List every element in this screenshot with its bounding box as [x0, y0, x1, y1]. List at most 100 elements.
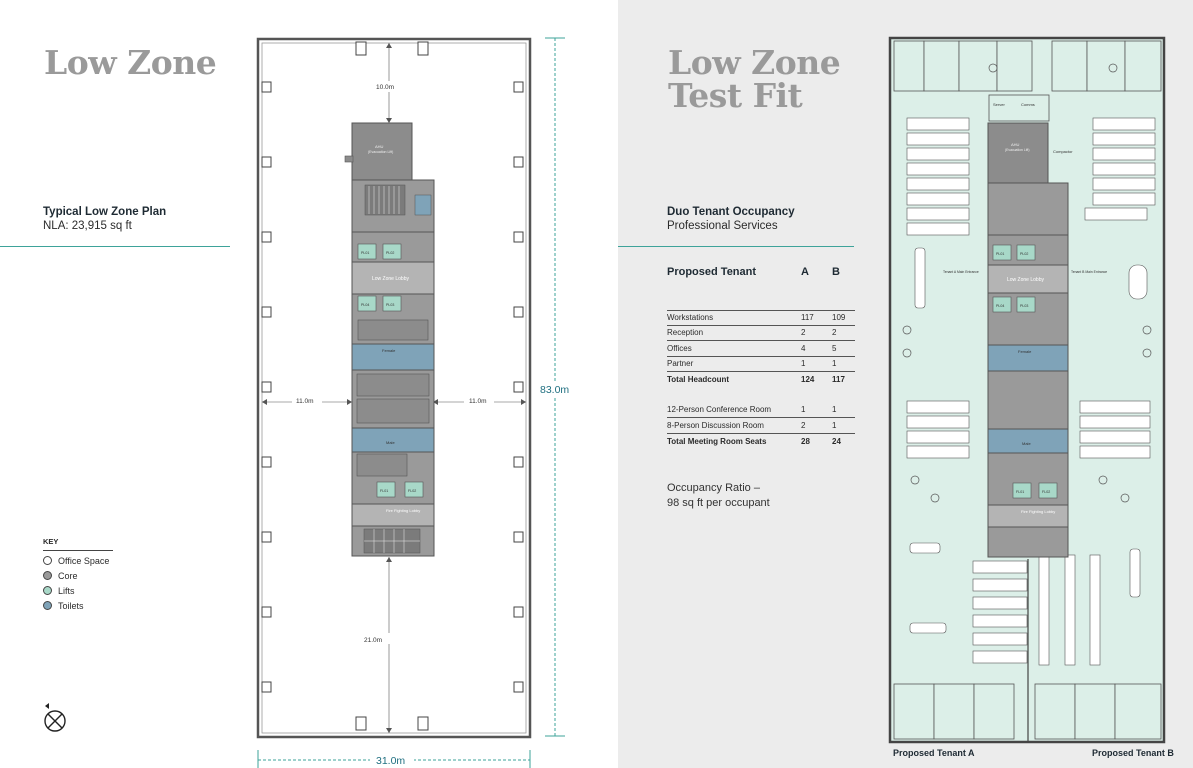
table-row: Reception 2 2 [667, 326, 855, 341]
row-label: 12-Person Conference Room [667, 405, 772, 415]
server-label: Server [993, 102, 1005, 107]
total-b: 24 [832, 436, 841, 446]
ahu-sub-label: (Evacuation Lift) [368, 150, 393, 154]
ff-lift-2-label: FL02 [1042, 490, 1050, 494]
plan-nla: NLA: 23,915 sq ft [43, 220, 132, 232]
ratio-line-2: 98 sq ft per occupant [667, 497, 770, 509]
compactor-label: Compactor [1053, 149, 1073, 154]
ff-lobby-label: Fire Fighting Lobby [386, 508, 420, 513]
row-a: 2 [801, 328, 806, 338]
page-title-right: Low Zone Test Fit [668, 43, 841, 115]
test-fit-floor-plan: Server Comms Compactor [888, 36, 1166, 744]
key-item-lifts: Lifts [43, 585, 113, 596]
row-b: 2 [832, 328, 837, 338]
total-label: Total Headcount [667, 375, 730, 385]
page-title-left: Low Zone [44, 43, 217, 82]
dim-height-label: 83.0m [540, 384, 569, 396]
ahu-label: AHU [375, 144, 384, 149]
office-space-swatch [43, 556, 52, 565]
total-a: 28 [801, 436, 810, 446]
ahu-label: AHU [1011, 142, 1020, 147]
tenant-b-entrance-label: Tenant B Main Entrance [1071, 270, 1107, 274]
row-a: 2 [801, 420, 806, 430]
lift-4-label: PL03 [386, 303, 394, 307]
tenant-b-caption: Proposed Tenant B [1092, 748, 1174, 758]
key-item-office: Office Space [43, 555, 113, 566]
tenant-a-caption: Proposed Tenant A [893, 748, 975, 758]
ff-lift-2-label: FL02 [408, 489, 416, 493]
table-row: 8-Person Discussion Room 2 1 [667, 418, 855, 434]
lift-2-label: PL02 [1020, 252, 1028, 256]
header-b: B [832, 266, 840, 278]
dim-top-label: 10.0m [376, 84, 394, 91]
table-total-row: Total Headcount 124 117 [667, 372, 855, 388]
lift-1-label: PL01 [996, 252, 1004, 256]
total-a: 124 [801, 375, 815, 385]
ff-lift-1-label: FL01 [1016, 490, 1024, 494]
row-a: 4 [801, 343, 806, 353]
row-b: 5 [832, 343, 837, 353]
row-label: Reception [667, 328, 704, 338]
row-a: 1 [801, 359, 806, 369]
row-b: 1 [832, 359, 837, 369]
header-a: A [801, 266, 809, 278]
key-label: Core [58, 570, 78, 581]
female-toilet-label: Female [1018, 349, 1032, 354]
lift-1-label: PL01 [361, 251, 369, 255]
plan-title: Typical Low Zone Plan [43, 206, 167, 218]
row-label: Workstations [667, 313, 714, 323]
female-toilet-label: Female [382, 348, 396, 353]
lobby-label: Low Zone Lobby [1007, 277, 1044, 283]
table-row: 12-Person Conference Room 1 1 [667, 403, 855, 418]
male-toilet-label: Male [386, 440, 395, 445]
key-title: KEY [43, 537, 113, 551]
occupancy-caption: Duo Tenant Occupancy Professional Servic… [667, 205, 795, 233]
dim-width-label: 31.0m [376, 755, 405, 767]
lift-2-label: PL02 [386, 251, 394, 255]
lift-3-label: PL04 [996, 304, 1004, 308]
table-row: Workstations 117 109 [667, 310, 855, 326]
ratio-line-1: Occupancy Ratio – [667, 482, 760, 494]
dim-bottom-label: 21.0m [364, 637, 382, 644]
ff-lift-1-label: FL01 [380, 489, 388, 493]
lobby-label: Low Zone Lobby [372, 276, 409, 282]
comms-label: Comms [1021, 102, 1035, 107]
title-line-1: Low Zone [668, 43, 841, 82]
tenant-a-entrance-label: Tenant A Main Entrance [943, 270, 979, 274]
total-label: Total Meeting Room Seats [667, 436, 767, 446]
toilets-swatch [43, 601, 52, 610]
ahu-sub-label: (Evacuation Lift) [1005, 148, 1030, 152]
occupancy-subtitle: Professional Services [667, 220, 778, 232]
row-a: 1 [801, 405, 806, 415]
male-toilet-label: Male [1022, 441, 1031, 446]
row-a: 117 [801, 313, 814, 323]
key-item-core: Core [43, 570, 113, 581]
key-legend: KEY Office Space Core Lifts Toilets [43, 537, 113, 611]
occupancy-title: Duo Tenant Occupancy [667, 206, 795, 218]
row-b: 1 [832, 420, 837, 430]
divider-right [618, 246, 854, 247]
occupancy-ratio: Occupancy Ratio – 98 sq ft per occupant [667, 481, 770, 511]
test-fit-core: AHU (Evacuation Lift) PL01 PL02 Low Zone… [987, 122, 1069, 558]
building-core: AHU (Evacuation Lift) PL01 PL02 Low Zone… [344, 122, 435, 557]
row-b: 1 [832, 405, 837, 415]
table-row: Offices 4 5 [667, 341, 855, 357]
tenant-table: Proposed Tenant A B Workstations 117 109… [667, 262, 855, 449]
table-row: Partner 1 1 [667, 357, 855, 372]
header-label: Proposed Tenant [667, 266, 757, 278]
core-swatch [43, 571, 52, 580]
title-line-2: Test Fit [668, 76, 803, 115]
row-label: 8-Person Discussion Room [667, 420, 764, 430]
dim-right-label: 11.0m [469, 398, 487, 405]
key-item-toilets: Toilets [43, 600, 113, 611]
plan-caption: Typical Low Zone Plan NLA: 23,915 sq ft [43, 205, 166, 233]
lift-3-label: PL04 [361, 303, 369, 307]
dim-left-label: 11.0m [296, 398, 314, 405]
left-page: Low Zone Typical Low Zone Plan NLA: 23,9… [0, 37, 578, 768]
total-b: 117 [832, 375, 845, 385]
low-zone-floor-plan: 10.0m 11.0m 11.0m 21.0m 83.0m 31.0m AHU … [256, 37, 578, 768]
row-label: Offices [667, 343, 692, 353]
key-label: Office Space [58, 555, 110, 566]
divider-left [0, 246, 230, 247]
table-total-row: Total Meeting Room Seats 28 24 [667, 434, 855, 450]
